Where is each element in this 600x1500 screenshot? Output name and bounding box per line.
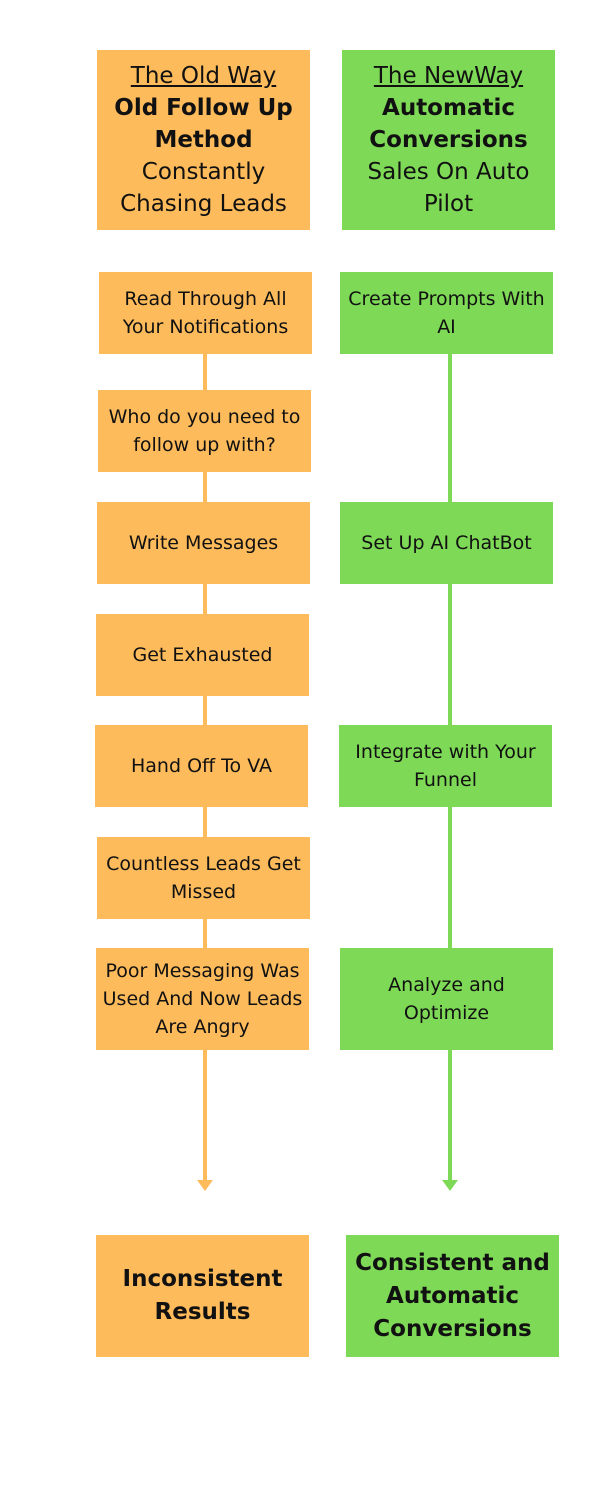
old-way-step: Write Messages [97, 502, 310, 584]
old-way-step: Who do you need to follow up with? [98, 390, 311, 472]
old-way-result: Inconsistent Results [96, 1235, 309, 1357]
new-way-result-label: Consistent and Automatic Conversions [355, 1249, 550, 1342]
old-way-step-label: Countless Leads Get Missed [106, 853, 301, 903]
old-way-title: Old Follow Up Method [114, 95, 293, 153]
new-way-arrowhead [442, 1180, 458, 1191]
new-way-step-label: Create Prompts With AI [348, 288, 545, 338]
old-way-subtitle: Constantly Chasing Leads [120, 159, 287, 217]
new-way-title: Automatic Conversions [369, 95, 528, 153]
new-way-result: Consistent and Automatic Conversions [346, 1235, 559, 1357]
old-way-header: The Old Way Old Follow Up Method Constan… [97, 50, 310, 230]
old-way-step: Poor Messaging Was Used And Now Leads Ar… [96, 948, 309, 1050]
old-way-step-label: Who do you need to follow up with? [108, 406, 301, 456]
new-way-step: Analyze and Optimize [340, 948, 553, 1050]
old-way-step: Get Exhausted [96, 614, 309, 696]
new-way-step: Integrate with Your Funnel [339, 725, 552, 807]
new-way-step-label: Integrate with Your Funnel [355, 741, 536, 791]
old-way-step-label: Hand Off To VA [131, 755, 272, 777]
old-way-step: Countless Leads Get Missed [97, 837, 310, 919]
new-way-step-label: Set Up AI ChatBot [361, 532, 532, 554]
old-way-arrowhead [197, 1180, 213, 1191]
new-way-subtitle: Sales On Auto Pilot [367, 159, 530, 217]
new-way-label: The NewWay [373, 63, 524, 89]
new-way-step: Create Prompts With AI [340, 272, 553, 354]
new-way-header: The NewWay Automatic Conversions Sales O… [342, 50, 555, 230]
old-way-step: Hand Off To VA [95, 725, 308, 807]
old-way-label: The Old Way [130, 63, 277, 89]
old-way-step-label: Write Messages [128, 532, 279, 554]
old-way-step-label: Get Exhausted [132, 644, 273, 666]
old-way-step-label: Poor Messaging Was Used And Now Leads Ar… [102, 960, 303, 1038]
new-way-step-label: Analyze and Optimize [388, 974, 505, 1024]
old-way-step-label: Read Through All Your Notifications [122, 288, 289, 338]
new-way-step: Set Up AI ChatBot [340, 502, 553, 584]
old-way-step: Read Through All Your Notifications [99, 272, 312, 354]
old-way-result-label: Inconsistent Results [122, 1266, 283, 1325]
